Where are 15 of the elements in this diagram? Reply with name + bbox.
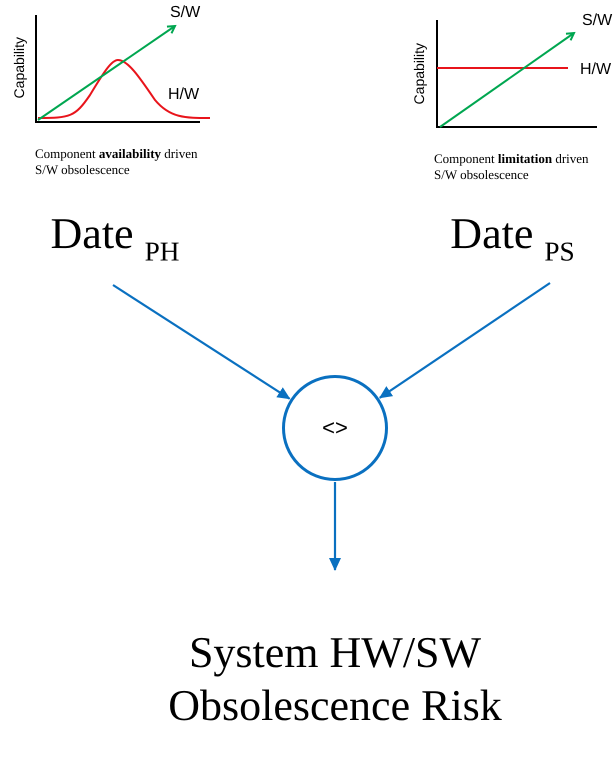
series-label: H/W — [580, 61, 612, 79]
chart-caption: Component availability driven S/W obsolescence — [35, 146, 199, 178]
risk-label: System HW/SW Obsolescence Risk — [150, 598, 520, 762]
date-label: Date $_{PH}$ — [30, 205, 200, 271]
arrow — [329, 482, 341, 571]
axis-label: Capability — [412, 42, 428, 104]
date-label: Date $_{PS}$ — [425, 205, 600, 271]
arrow — [112, 284, 290, 400]
axis-label: Capability — [12, 36, 28, 98]
chart-caption: Component limitation driven S/W obsolescence — [434, 151, 590, 182]
series-label: S/W — [582, 12, 612, 30]
series-label: S/W — [170, 4, 200, 22]
series-label: H/W — [168, 86, 200, 104]
arrow — [378, 282, 551, 399]
comparison-circle: <> — [282, 375, 388, 481]
